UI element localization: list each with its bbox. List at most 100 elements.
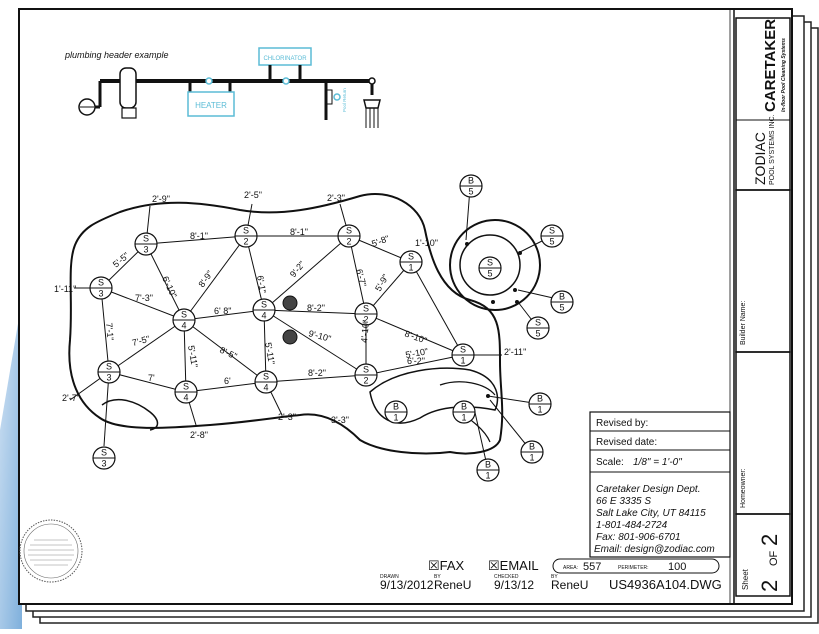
sheet-total: 2	[757, 534, 782, 546]
svg-text:S: S	[408, 252, 414, 262]
sheet-label: Sheet	[741, 568, 750, 590]
checked-by-label: BY	[551, 574, 558, 580]
svg-text:S: S	[363, 365, 369, 375]
address-line-2: Salt Lake City, UT 84115	[596, 508, 706, 519]
svg-text:S: S	[549, 226, 555, 236]
fax-checkbox[interactable]: ☒FAX	[428, 558, 465, 573]
dimension-label: 6' 8"	[214, 306, 231, 316]
cleaning-head-b: B1	[528, 392, 552, 416]
email-checkbox[interactable]: ☒EMAIL	[488, 558, 539, 573]
dimension-label: 6'-1"	[255, 275, 268, 294]
svg-text:B: B	[468, 176, 474, 186]
email-address: Email: design@zodiac.com	[594, 544, 715, 555]
dimension-label: 2'-3"	[327, 193, 345, 203]
cleaning-head-s: S5	[526, 316, 550, 340]
svg-text:B: B	[537, 394, 543, 404]
area-perimeter-box	[552, 558, 720, 574]
svg-text:5: 5	[559, 303, 564, 313]
dimension-label: 2'-5"	[244, 190, 262, 200]
svg-text:1: 1	[537, 405, 542, 415]
cleaning-head-s: S3	[92, 446, 116, 470]
cleaning-head-s: S4	[252, 298, 276, 322]
svg-text:4: 4	[261, 311, 266, 321]
brand-subtitle: In-floor Pool Cleaning Systems	[781, 38, 787, 112]
main-drain-1	[282, 295, 298, 311]
checked-date: 9/13/12	[494, 578, 534, 592]
spa-outer	[449, 219, 541, 311]
builder-name-label: Builder Name:	[740, 301, 747, 345]
cleaning-head-s: S1	[451, 343, 475, 367]
drawn-by: ReneU	[434, 578, 471, 592]
side-block	[735, 17, 791, 597]
cleaning-head-b: B5	[459, 174, 483, 198]
cleaning-head-s: S2	[234, 224, 258, 248]
step-outline-2	[439, 381, 496, 396]
svg-text:S: S	[98, 278, 104, 288]
side-company: ZODIAC	[752, 132, 768, 185]
side-company-sub: POOL SYSTEMS INC.	[769, 114, 776, 185]
drawn-by-label: BY	[434, 574, 441, 580]
cleaning-head-s: S3	[134, 232, 158, 256]
cleaning-head-s: S4	[174, 380, 198, 404]
main-drain-2	[282, 329, 298, 345]
svg-text:2: 2	[243, 237, 248, 247]
chlorinator-label: CHLORINATOR	[263, 56, 307, 62]
svg-text:4: 4	[181, 321, 186, 331]
dimension-label: 6'	[224, 376, 231, 386]
scale-label: Scale:	[596, 457, 624, 468]
dimension-label: 2'-11"	[504, 347, 526, 357]
svg-text:B: B	[461, 402, 467, 412]
area-value: 557	[583, 561, 601, 573]
svg-text:1: 1	[408, 263, 413, 273]
cleaning-head-b: B1	[384, 400, 408, 424]
svg-text:S: S	[106, 362, 112, 372]
dimension-label: 6'-7"	[354, 268, 368, 288]
heater-label: HEATER	[195, 101, 227, 110]
dimension-label: 3'-3"	[331, 415, 349, 425]
brand-name: CARETAKER	[762, 19, 779, 112]
svg-text:2: 2	[363, 315, 368, 325]
dimension-label: 8'-1"	[290, 227, 308, 237]
svg-text:S: S	[261, 300, 267, 310]
phone-number: 1-801-484-2724	[596, 520, 668, 531]
cleaning-head-s: S3	[97, 360, 121, 384]
svg-text:B: B	[393, 402, 399, 412]
svg-text:B: B	[485, 460, 491, 470]
dimension-label: 4'-10"	[359, 319, 371, 343]
page-shadow	[0, 300, 22, 629]
dimension-label: 2'-3"	[278, 412, 296, 422]
sheet-number: 2	[757, 580, 782, 592]
dimension-label: 1'-11"	[54, 284, 76, 294]
checked-label: CHECKED	[494, 574, 519, 580]
dimension-label: 8'-2"	[307, 303, 325, 313]
drawn-label: DRAWN	[380, 574, 399, 580]
svg-text:1: 1	[461, 413, 466, 423]
svg-text:S: S	[263, 372, 269, 382]
dimension-label: 7'	[148, 373, 155, 383]
plumbing-header-diagram	[78, 47, 381, 128]
svg-text:5: 5	[535, 329, 540, 339]
cleaning-head-b: B1	[476, 458, 500, 482]
svg-text:S: S	[243, 226, 249, 236]
title-block	[589, 411, 731, 558]
cleaning-head-s: S2	[354, 302, 378, 326]
revised-date-label: Revised date:	[596, 437, 657, 448]
svg-text:S: S	[143, 234, 149, 244]
svg-text:S: S	[183, 382, 189, 392]
scale-value: 1/8" = 1'-0"	[633, 457, 682, 468]
company-name: Caretaker Design Dept.	[596, 484, 701, 495]
homeowner-label: Homeowner:	[740, 468, 747, 508]
address-line-1: 66 E 3335 S	[596, 496, 651, 507]
svg-text:1: 1	[393, 413, 398, 423]
dimension-label: 2'-8"	[190, 430, 208, 440]
svg-text:S: S	[101, 448, 107, 458]
area-label: AREA:	[563, 565, 578, 571]
svg-text:4: 4	[183, 393, 188, 403]
drawn-date: 9/13/2012	[380, 578, 434, 592]
cleaning-head-b: B1	[520, 440, 544, 464]
cleaning-head-s: S2	[337, 224, 361, 248]
svg-text:S: S	[363, 304, 369, 314]
cleaning-head-s: S5	[478, 256, 502, 280]
